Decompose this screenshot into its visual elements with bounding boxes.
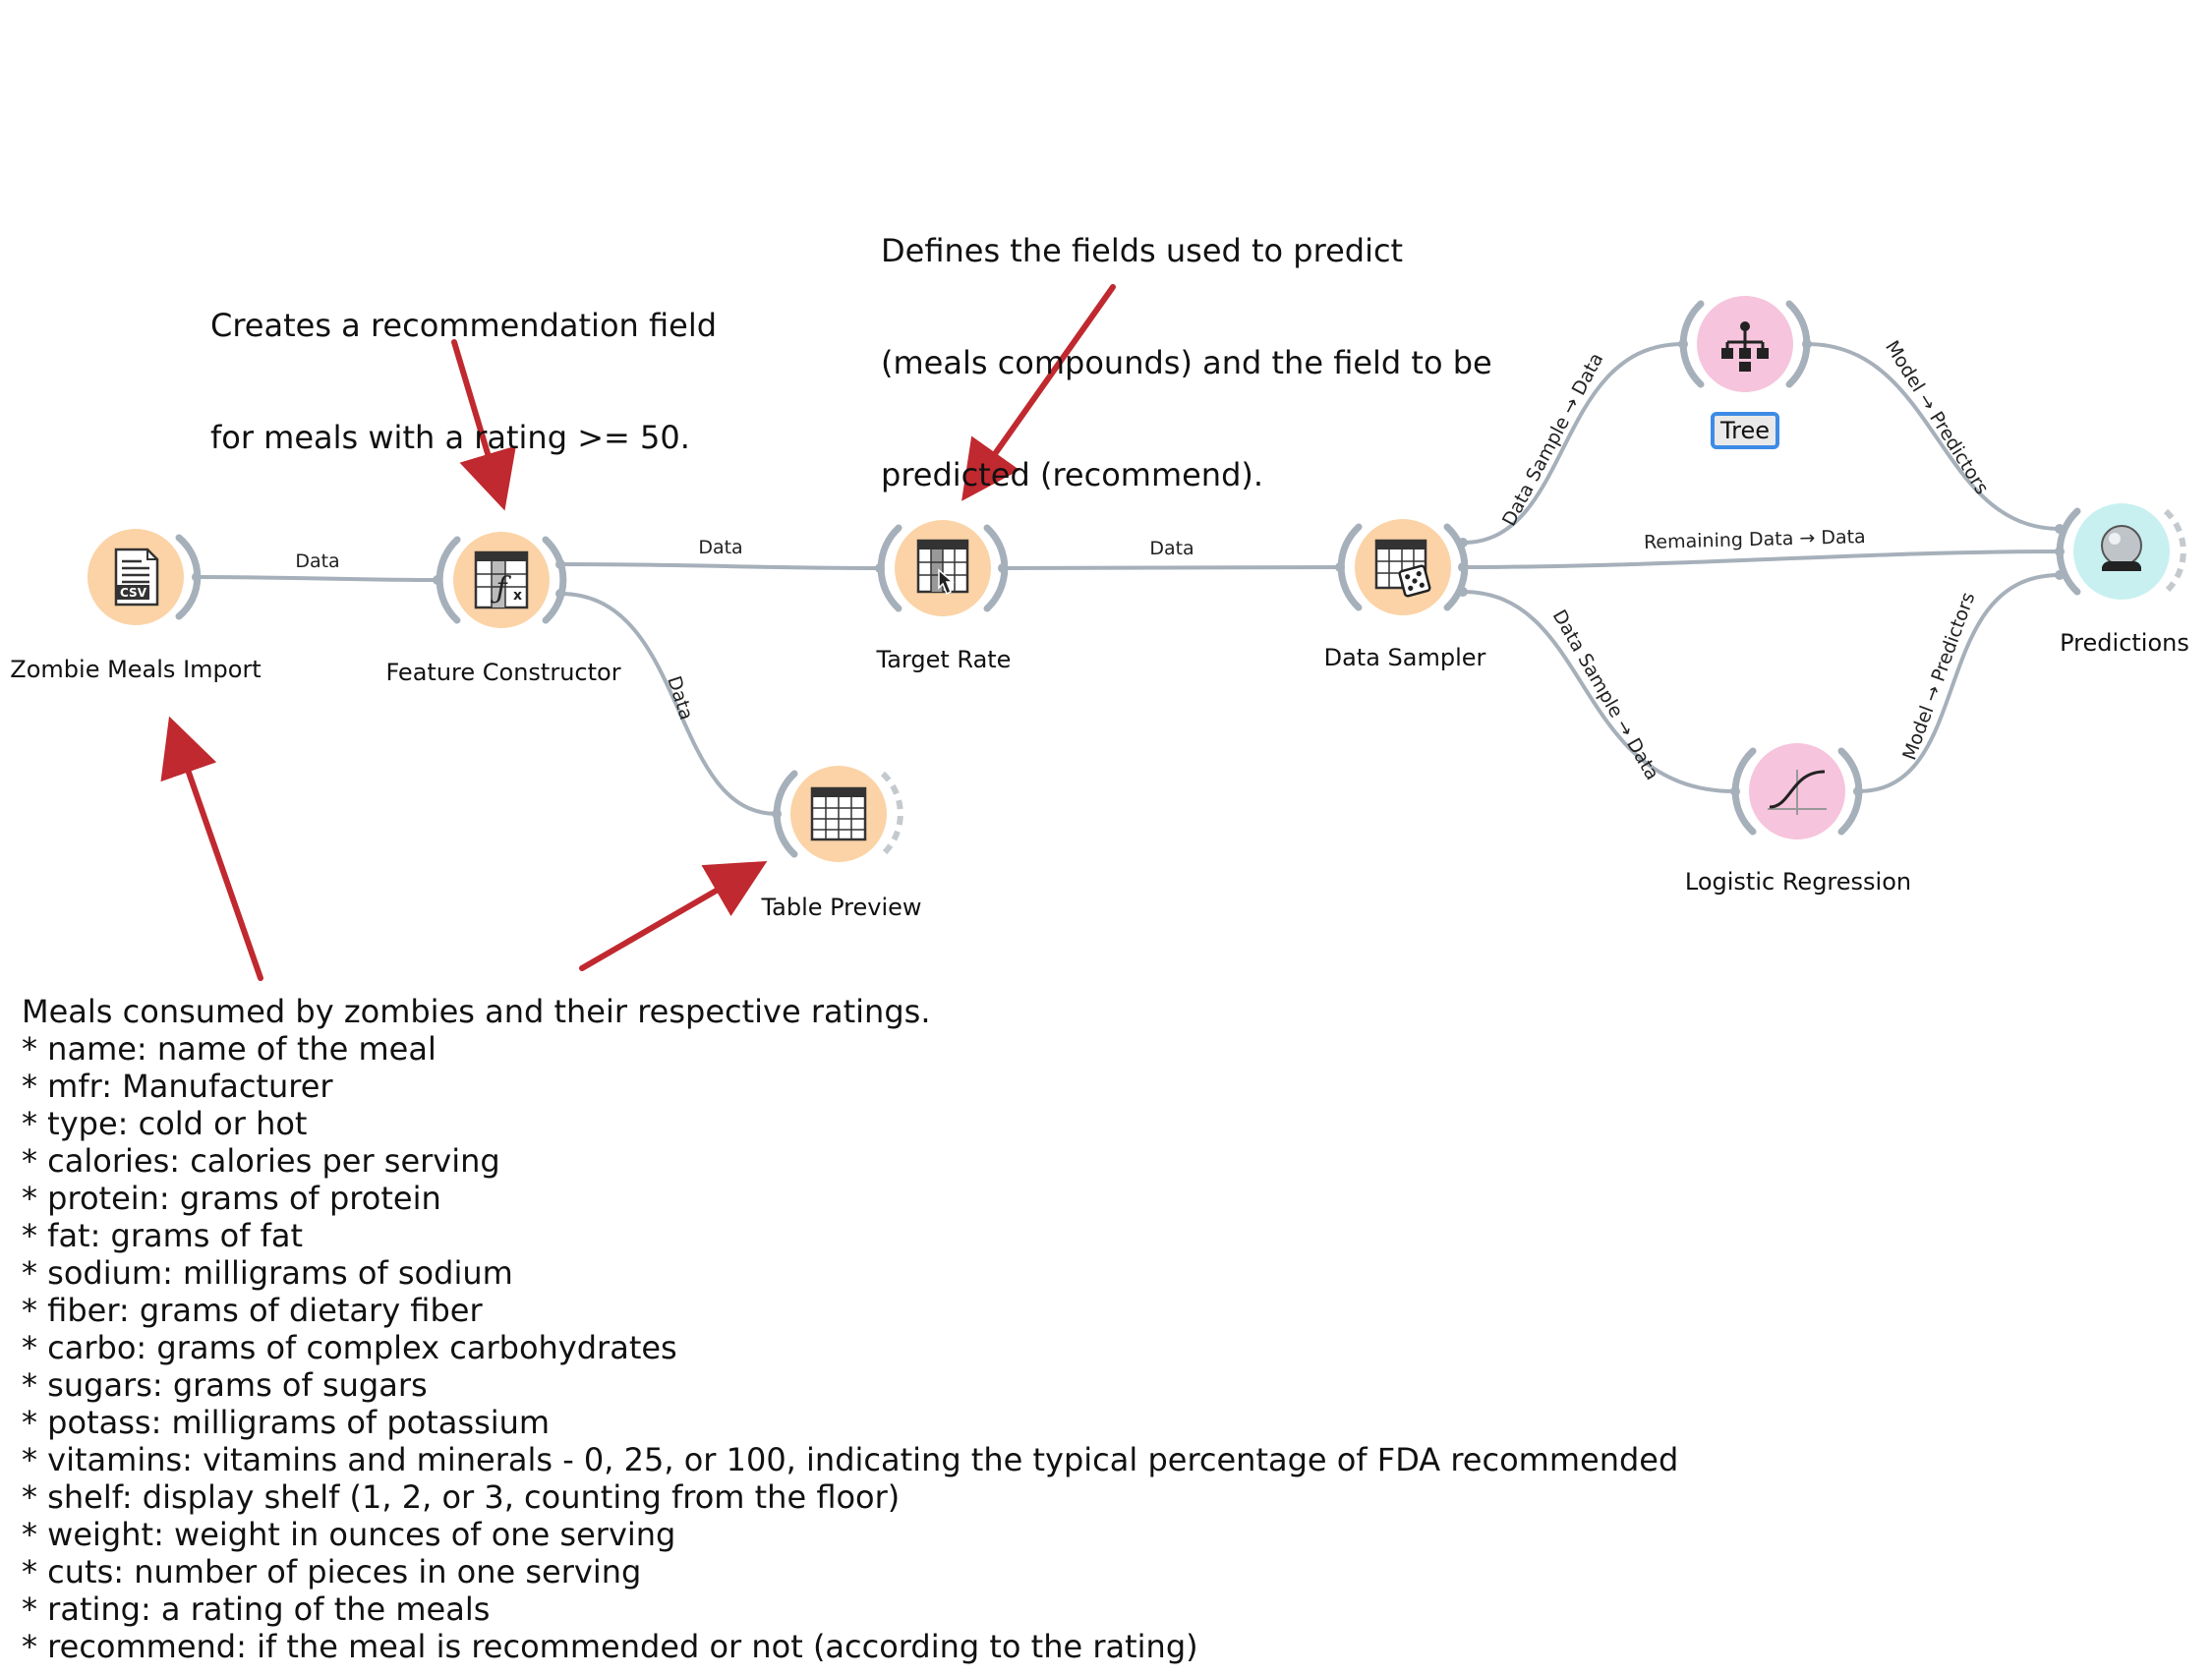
link-feature-to-target[interactable]: [559, 562, 881, 570]
description-item: * mfr: Manufacturer: [22, 1068, 333, 1105]
description-item: * potass: milligrams of potassium: [22, 1404, 551, 1441]
description-item: * type: cold or hot: [22, 1105, 308, 1142]
link-label-feature-target: Data: [698, 537, 742, 558]
description-item: * vitamins: vitamins and minerals - 0, 2…: [22, 1441, 1679, 1478]
feature-note-line-1: Creates a recommendation field: [210, 307, 718, 344]
description-items: * name: name of the meal * mfr: Manufact…: [22, 1030, 1678, 1665]
target-note-line-3: predicted (recommend).: [881, 456, 1264, 493]
dataset-description: Meals consumed by zombies and their resp…: [22, 993, 1678, 1665]
description-item: * calories: calories per serving: [22, 1142, 500, 1180]
link-label-import-feature: Data: [295, 550, 339, 572]
description-item: * rating: a rating of the meals: [22, 1590, 491, 1628]
description-heading: Meals consumed by zombies and their resp…: [22, 993, 931, 1030]
link-target-to-sampler[interactable]: [1002, 565, 1341, 570]
link-label-logreg-predictions: Model → Predictors: [1898, 590, 1979, 764]
table-cursor-icon: [916, 539, 969, 596]
label-tree-wrap[interactable]: Tree: [1710, 412, 1780, 449]
description-item: * shelf: display shelf (1, 2, or 3, coun…: [22, 1478, 901, 1516]
label-tree[interactable]: Tree: [1710, 412, 1780, 449]
sigmoid-icon: [1768, 770, 1827, 815]
table-dice-icon: [1374, 539, 1431, 598]
link-label-tree-predictions: Model → Predictors: [1881, 337, 1993, 498]
description-item: * sodium: milligrams of sodium: [22, 1254, 513, 1292]
label-data-sampler: Data Sampler: [1323, 644, 1486, 671]
description-item: * sugars: grams of sugars: [22, 1366, 428, 1404]
link-tree-to-predictions[interactable]: [1806, 342, 2061, 531]
link-sampler-to-logreg[interactable]: [1462, 590, 1736, 793]
description-item: * cuts: number of pieces in one serving: [22, 1553, 642, 1590]
csv-file-icon: CSV: [114, 548, 159, 607]
svg-text:x: x: [513, 588, 522, 604]
link-import-to-feature[interactable]: [196, 575, 438, 582]
target-note-line-2: (meals compounds) and the field to be: [881, 344, 1492, 381]
link-logreg-to-predictions[interactable]: [1857, 573, 2061, 793]
label-predictions: Predictions: [2060, 629, 2189, 657]
label-table-preview: Table Preview: [761, 894, 922, 921]
link-label-sampler-predictions: Remaining Data → Data: [1644, 526, 1866, 553]
crystal-ball-icon: [2101, 525, 2142, 571]
description-item: * protein: grams of protein: [22, 1180, 441, 1217]
description-item: * name: name of the meal: [22, 1030, 437, 1068]
tree-icon: [1721, 321, 1769, 372]
arrow-to-zombie-meals-import: [160, 716, 263, 981]
label-zombie-meals-import: Zombie Meals Import: [10, 656, 262, 683]
description-item: * weight: weight in ounces of one servin…: [22, 1516, 676, 1553]
target-note-line-1: Defines the fields used to predict: [881, 232, 1404, 269]
description-item: * recommend: if the meal is recommended …: [22, 1628, 1198, 1665]
arrow-to-feature-constructor: [451, 339, 516, 511]
feature-constructor-note: Creates a recommendation field for meals…: [210, 232, 717, 493]
description-item: * carbo: grams of complex carbohydrates: [22, 1329, 677, 1366]
label-feature-constructor: Feature Constructor: [385, 659, 621, 686]
link-sampler-to-predictions[interactable]: [1462, 549, 2061, 569]
function-table-icon: ƒ x: [474, 550, 529, 609]
svg-text:ƒ: ƒ: [490, 571, 511, 606]
link-label-sampler-tree: Data Sample → Data: [1498, 349, 1607, 529]
svg-text:CSV: CSV: [120, 586, 147, 600]
link-sampler-to-tree[interactable]: [1462, 342, 1684, 545]
label-logistic-regression: Logistic Regression: [1684, 868, 1912, 896]
arrow-to-target-rate: [961, 284, 1116, 501]
label-target-rate: Target Rate: [876, 646, 1012, 673]
link-label-sampler-logreg: Data Sample → Data: [1548, 607, 1663, 784]
description-item: * fat: grams of fat: [22, 1217, 304, 1254]
feature-note-line-2: for meals with a rating >= 50.: [210, 419, 690, 456]
link-feature-to-preview[interactable]: [559, 592, 778, 816]
table-icon: [810, 786, 867, 841]
link-label-target-sampler: Data: [1149, 538, 1193, 559]
description-item: * fiber: grams of dietary fiber: [22, 1292, 483, 1329]
link-label-feature-preview: Data: [663, 673, 697, 723]
target-rate-note: Defines the fields used to predict (meal…: [881, 157, 1492, 531]
arrow-to-table-preview: [579, 860, 768, 971]
